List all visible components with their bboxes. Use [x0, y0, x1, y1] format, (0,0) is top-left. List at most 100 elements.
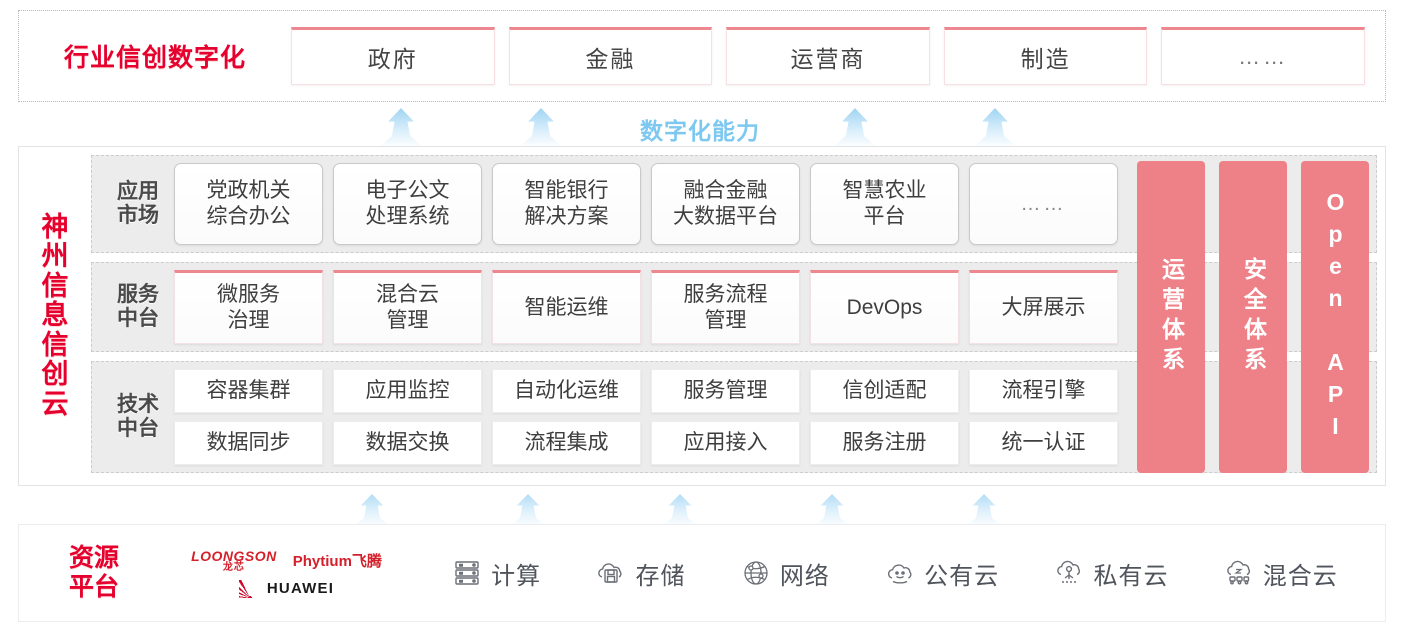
upper-arrow-group — [0, 104, 1402, 148]
tech-cell-process-engine[interactable]: 流程引擎 — [969, 369, 1118, 413]
industry-band-title: 行业信创数字化 — [63, 44, 246, 72]
tier-label-line: 服务 — [117, 282, 159, 306]
up-arrow-icon — [832, 108, 878, 148]
cloud-title-char: 信 — [41, 270, 69, 301]
pillar-label: 安全体系 — [1240, 257, 1267, 377]
tier-label-technology-platform: 技术 中台 — [102, 393, 174, 441]
tech-cell-data-exchange[interactable]: 数据交换 — [333, 421, 482, 465]
public-cloud-icon — [888, 564, 912, 584]
pillar-security-system[interactable]: 安全体系 — [1219, 161, 1287, 473]
industry-box-more[interactable]: …… — [1161, 27, 1365, 85]
phytium-logo: Phytium飞腾 — [292, 553, 382, 570]
industry-box-finance[interactable]: 金融 — [508, 27, 713, 85]
resource-item-list: 计算 存储 网络 — [404, 556, 1385, 591]
resource-item-network[interactable]: 网络 — [740, 556, 830, 591]
svc-cell-large-screen-display[interactable]: 大屏展示 — [969, 270, 1118, 344]
tier-label-line: 应用 — [117, 179, 159, 203]
tech-cell-application-monitoring[interactable]: 应用监控 — [333, 369, 482, 413]
resource-item-label: 网络 — [779, 562, 830, 590]
tech-cell-xinchuang-adaptation[interactable]: 信创适配 — [810, 369, 959, 413]
tech-cell-automated-ops[interactable]: 自动化运维 — [492, 369, 641, 413]
svc-cell-microservice-governance[interactable]: 微服务治理 — [174, 270, 323, 344]
up-arrow-icon — [972, 108, 1018, 148]
tech-cell-unified-authentication[interactable]: 统一认证 — [969, 421, 1118, 465]
technology-row-2: 数据同步 数据交换 流程集成 应用接入 服务注册 统一认证 — [174, 421, 1118, 465]
cloud-title-char: 信 — [41, 329, 69, 360]
resource-item-storage[interactable]: 存储 — [595, 556, 685, 591]
huawei-logo-text: HUAWEI — [266, 580, 335, 597]
resource-item-compute[interactable]: 计算 — [451, 556, 541, 591]
industry-box-manufacturing[interactable]: 制造 — [943, 27, 1148, 85]
industry-box-government[interactable]: 政府 — [291, 27, 495, 85]
cloud-title-char: 息 — [41, 300, 69, 331]
pillar-operations-system[interactable]: 运营体系 — [1137, 161, 1205, 473]
svc-cell-hybrid-cloud-management[interactable]: 混合云管理 — [333, 270, 482, 344]
up-arrow-icon — [812, 494, 852, 528]
tech-cell-process-integration[interactable]: 流程集成 — [492, 421, 641, 465]
cloud-title-char: 神 — [41, 211, 69, 242]
svc-cell-intelligent-ops[interactable]: 智能运维 — [492, 270, 641, 344]
resource-item-label: 私有云 — [1093, 562, 1169, 590]
server-icon — [455, 561, 479, 585]
industry-box-list: 政府 金融 运营商 制造 …… — [291, 27, 1385, 85]
resource-platform-container: 资源 平台 LOONGSON 龙芯 Phytium飞腾 HUAWEI — [18, 524, 1386, 622]
service-platform-cells: 微服务治理 混合云管理 智能运维 服务流程管理 DevOps 大屏展示 — [174, 270, 1366, 344]
tech-cell-container-cluster[interactable]: 容器集群 — [174, 369, 323, 413]
resource-title-line: 资源 — [68, 543, 119, 572]
vendor-logo-group: LOONGSON 龙芯 Phytium飞腾 HUAWEI — [169, 549, 404, 598]
app-cell-more[interactable]: …… — [969, 163, 1118, 245]
resource-item-public-cloud[interactable]: 公有云 — [884, 556, 999, 591]
resource-item-hybrid-cloud[interactable]: 混合云 — [1223, 556, 1338, 591]
app-cell-party-government-office[interactable]: 党政机关综合办公 — [174, 163, 323, 245]
app-cell-smart-agriculture-platform[interactable]: 智慧农业平台 — [810, 163, 959, 245]
cloud-title-char: 云 — [41, 388, 69, 419]
capability-label: 数字化能力 — [640, 118, 760, 144]
loongson-logo-cn: 龙芯 — [222, 561, 245, 573]
tier-label-line: 中台 — [117, 417, 159, 440]
loongson-logo: LOONGSON 龙芯 — [191, 549, 277, 573]
tier-label-service-platform: 服务 中台 — [102, 283, 174, 331]
tier-label-line: 中台 — [117, 307, 159, 330]
up-arrow-icon — [378, 108, 424, 148]
svc-cell-service-process-management[interactable]: 服务流程管理 — [651, 270, 800, 344]
tier-label-application-market: 应用 市场 — [102, 180, 174, 228]
cloud-platform-container: 神 州 信 息 信 创 云 应用 市场 党政机关综合办公 电子公文处理系统 — [18, 146, 1386, 486]
up-arrow-icon — [660, 494, 700, 528]
resource-item-label: 公有云 — [924, 562, 1000, 590]
svc-cell-devops[interactable]: DevOps — [810, 270, 959, 344]
app-cell-e-document-system[interactable]: 电子公文处理系统 — [333, 163, 482, 245]
vendor-logo-row-1: LOONGSON 龙芯 Phytium飞腾 — [191, 549, 382, 573]
network-icon — [744, 561, 768, 585]
tier-label-line: 市场 — [117, 204, 159, 227]
tech-cell-data-sync[interactable]: 数据同步 — [174, 421, 323, 465]
up-arrow-icon — [518, 108, 564, 148]
hybrid-cloud-icon — [1226, 560, 1250, 585]
vendor-logo-row-2: HUAWEI — [238, 579, 335, 598]
up-arrow-icon — [508, 494, 548, 528]
cloud-platform-title: 神 州 信 息 信 创 云 — [19, 147, 91, 485]
huawei-logo: HUAWEI — [238, 579, 335, 598]
pillar-group: 运营体系 安全体系 Open API — [1137, 161, 1369, 473]
resource-item-private-cloud[interactable]: 私有云 — [1053, 556, 1168, 591]
tech-cell-service-management[interactable]: 服务管理 — [651, 369, 800, 413]
industry-band: 行业信创数字化 政府 金融 运营商 制造 …… — [18, 10, 1386, 102]
huawei-flower-icon — [238, 579, 261, 598]
lower-arrow-group — [0, 488, 1402, 528]
resource-item-label: 计算 — [491, 562, 542, 590]
app-cell-smart-bank-solution[interactable]: 智能银行解决方案 — [492, 163, 641, 245]
resource-item-label: 存储 — [635, 562, 686, 590]
resource-item-label: 混合云 — [1262, 562, 1338, 590]
tier-list: 应用 市场 党政机关综合办公 电子公文处理系统 智能银行解决方案 融合金融大数据… — [91, 155, 1377, 477]
cloud-title-char: 州 — [41, 241, 69, 272]
industry-box-operator[interactable]: 运营商 — [726, 27, 930, 85]
resource-title-line: 平台 — [68, 573, 119, 601]
cloud-storage-icon — [598, 563, 623, 583]
tech-cell-service-registry[interactable]: 服务注册 — [810, 421, 959, 465]
up-arrow-icon — [352, 494, 392, 528]
app-cell-finance-bigdata-platform[interactable]: 融合金融大数据平台 — [651, 163, 800, 245]
application-market-cells: 党政机关综合办公 电子公文处理系统 智能银行解决方案 融合金融大数据平台 智慧农… — [174, 163, 1366, 245]
cloud-title-char: 创 — [41, 359, 69, 390]
pillar-open-api[interactable]: Open API — [1301, 161, 1369, 473]
tech-cell-application-access[interactable]: 应用接入 — [651, 421, 800, 465]
